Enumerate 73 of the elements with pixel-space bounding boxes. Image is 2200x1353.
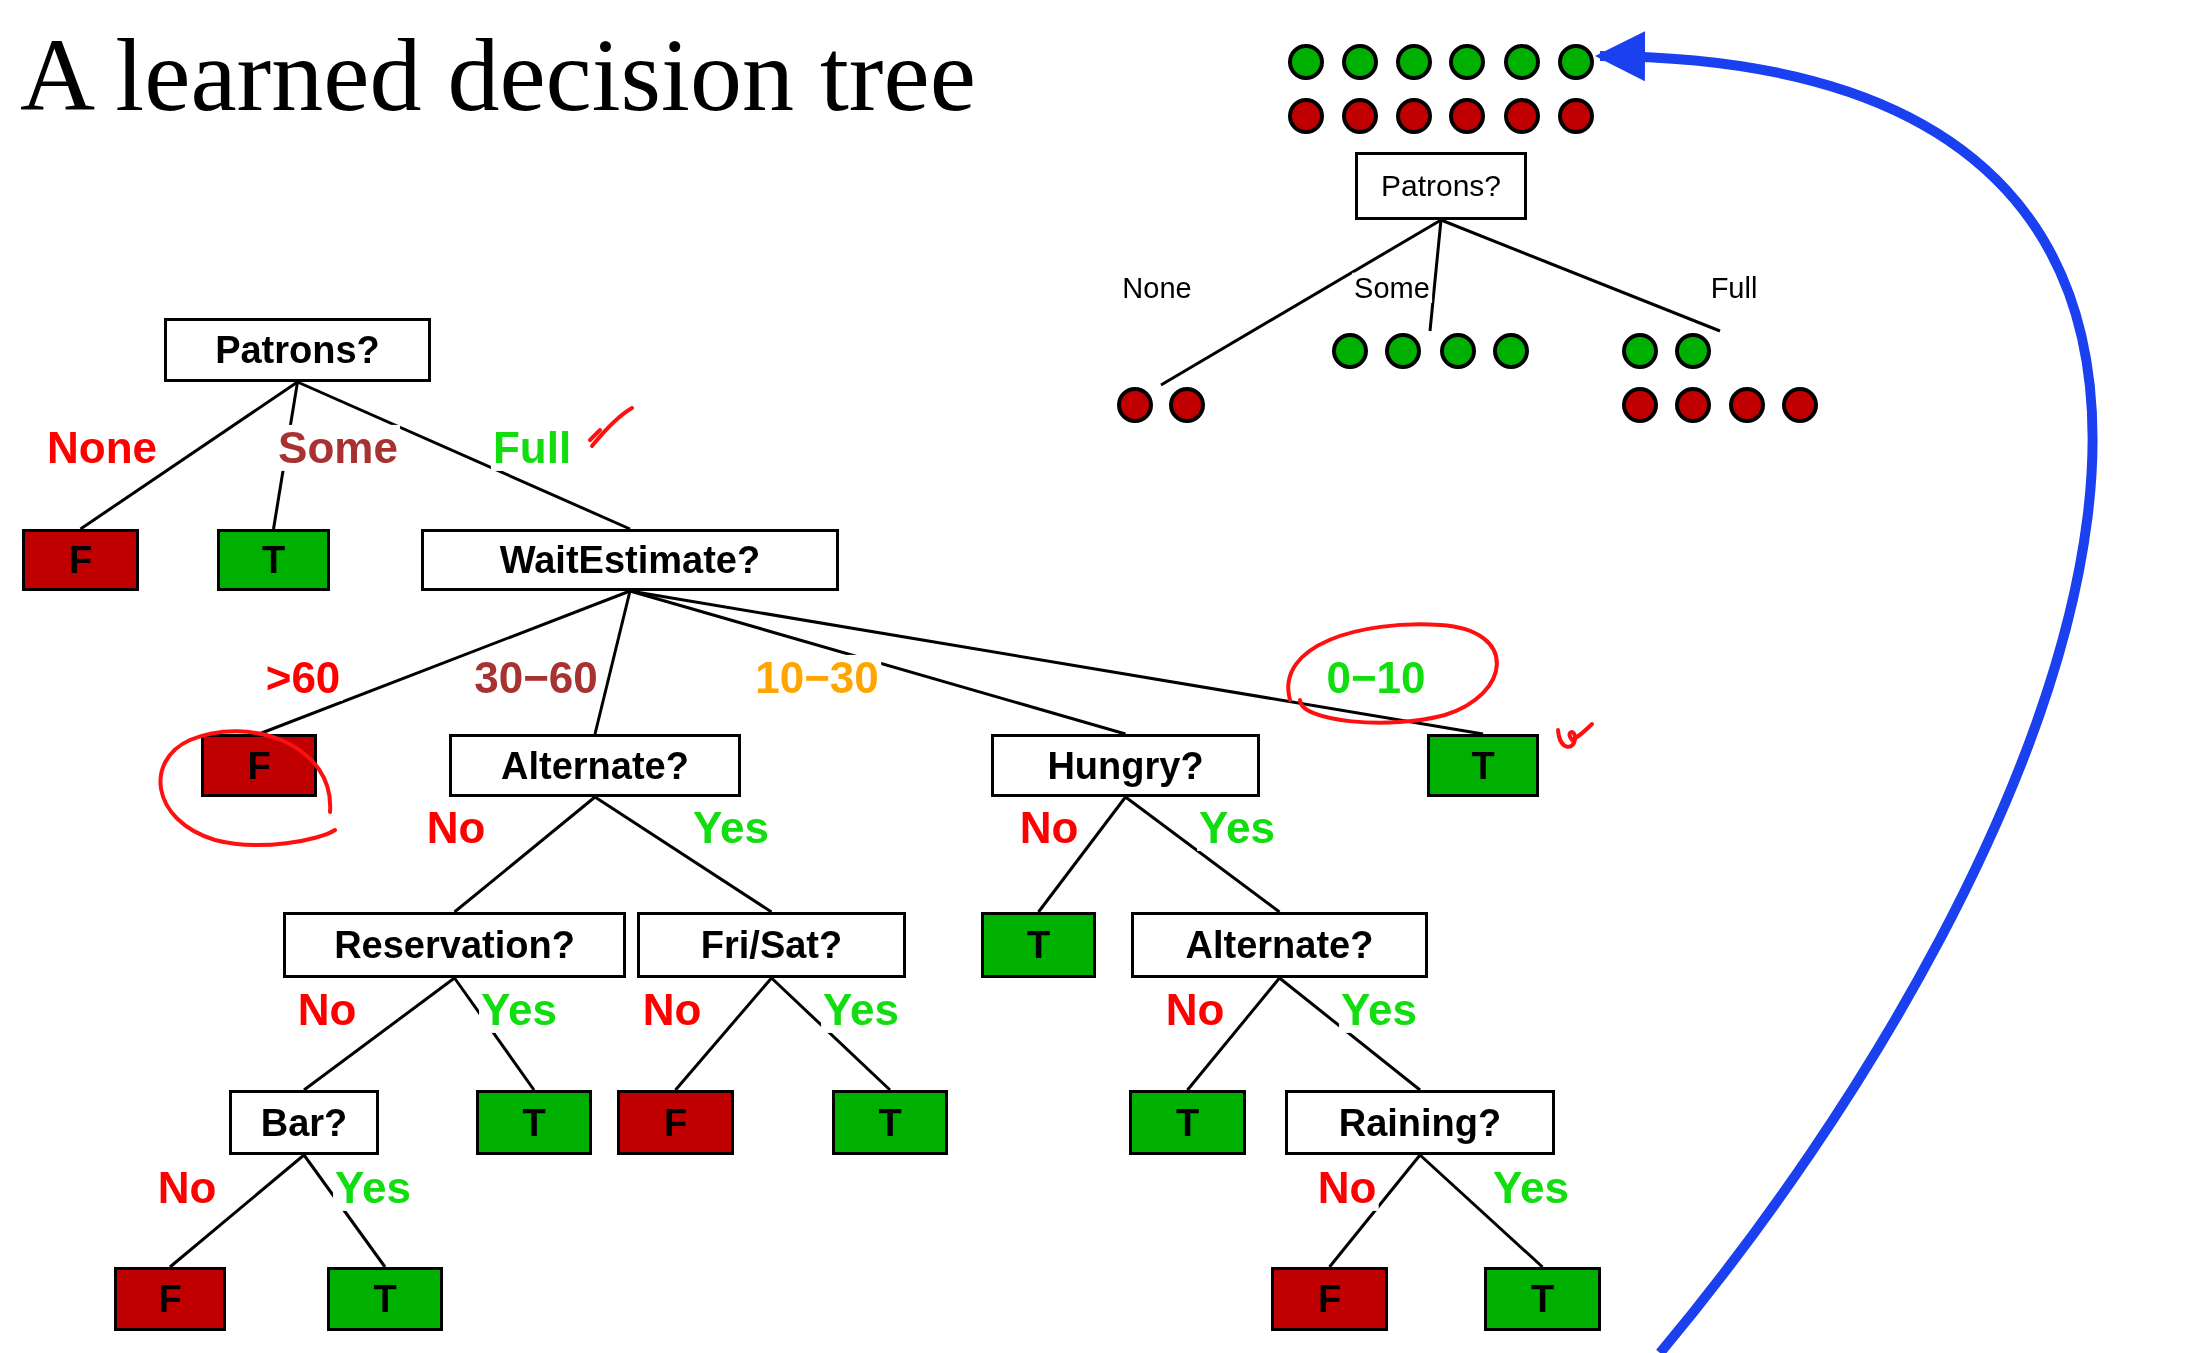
tree-branch	[1278, 976, 1421, 1092]
node-label: Raining?	[1338, 1103, 1502, 1142]
leaf-box	[981, 912, 1096, 978]
node-label: WaitEstimate?	[499, 541, 761, 579]
leaf-box	[476, 1090, 592, 1155]
tree-branch	[79, 380, 299, 531]
leaf-box	[114, 1267, 226, 1331]
dots-drawing	[1620, 331, 1820, 425]
decision-box	[1131, 912, 1428, 978]
tree-branch	[258, 589, 631, 736]
leaf-box	[22, 529, 139, 591]
node-label: F	[663, 1103, 688, 1142]
node-label: F	[247, 746, 271, 785]
decision-box	[991, 734, 1260, 797]
node-label: F	[158, 1280, 182, 1318]
tree-branch	[593, 590, 632, 735]
node-label: T	[1026, 926, 1051, 964]
node-label: T	[1175, 1103, 1200, 1142]
edge-label: Some	[1352, 272, 1432, 304]
tree-branch	[674, 977, 773, 1091]
dots-drawing	[1330, 331, 1530, 371]
tree-branch	[1124, 795, 1281, 914]
tree-branch	[1440, 218, 1721, 333]
tree-branch	[1160, 218, 1442, 387]
decision-box	[283, 912, 626, 978]
node-label: Alternate?	[501, 746, 689, 785]
node-label: F	[68, 541, 93, 579]
dots-drawing	[1286, 42, 1596, 136]
decision-box	[421, 529, 839, 591]
dots-drawing	[1115, 385, 1207, 425]
decision-box	[164, 318, 431, 382]
tree-branch	[303, 976, 456, 1092]
leaf-box	[1129, 1090, 1246, 1155]
leaf-box	[327, 1267, 443, 1331]
decision-box	[637, 912, 906, 978]
node-label: Patrons?	[1380, 171, 1502, 201]
tree-branch	[1428, 219, 1443, 332]
tree-branch	[1186, 977, 1281, 1091]
leaf-box	[1484, 1267, 1601, 1331]
tree-branch	[1419, 1153, 1544, 1269]
node-label: T	[522, 1103, 546, 1142]
leaf-box	[1271, 1267, 1388, 1331]
tree-branch	[453, 795, 596, 914]
node-label: T	[373, 1280, 397, 1318]
leaf-box	[201, 734, 317, 797]
node-label: T	[1530, 1280, 1555, 1318]
node-label: T	[1471, 746, 1495, 785]
tree-branch	[1328, 1154, 1422, 1268]
decision-box	[449, 734, 741, 797]
node-label: Bar?	[260, 1103, 348, 1142]
tree-branch	[296, 380, 631, 531]
leaf-box	[1427, 734, 1539, 797]
decision-box	[1355, 152, 1527, 220]
node-label: Hungry?	[1047, 746, 1204, 785]
edge-label: Some	[276, 424, 400, 472]
node-label: F	[1317, 1280, 1342, 1318]
node-label: Patrons?	[215, 331, 380, 369]
node-label: T	[878, 1103, 902, 1142]
tree-branch	[770, 976, 892, 1092]
tree-branch	[169, 1153, 305, 1269]
decision-box	[1285, 1090, 1555, 1155]
node-label: Reservation?	[334, 926, 575, 964]
leaf-box	[217, 529, 330, 591]
node-label: Fri/Sat?	[700, 926, 843, 964]
decision-box	[229, 1090, 379, 1155]
title: A learned decision tree	[20, 18, 976, 133]
node-label: Alternate?	[1185, 926, 1374, 964]
tree-branch	[302, 1154, 387, 1268]
leaf-box	[617, 1090, 734, 1155]
tree-branch	[594, 795, 773, 914]
leaf-box	[832, 1090, 948, 1155]
node-label: T	[261, 541, 286, 579]
tree-branch	[1037, 796, 1127, 913]
